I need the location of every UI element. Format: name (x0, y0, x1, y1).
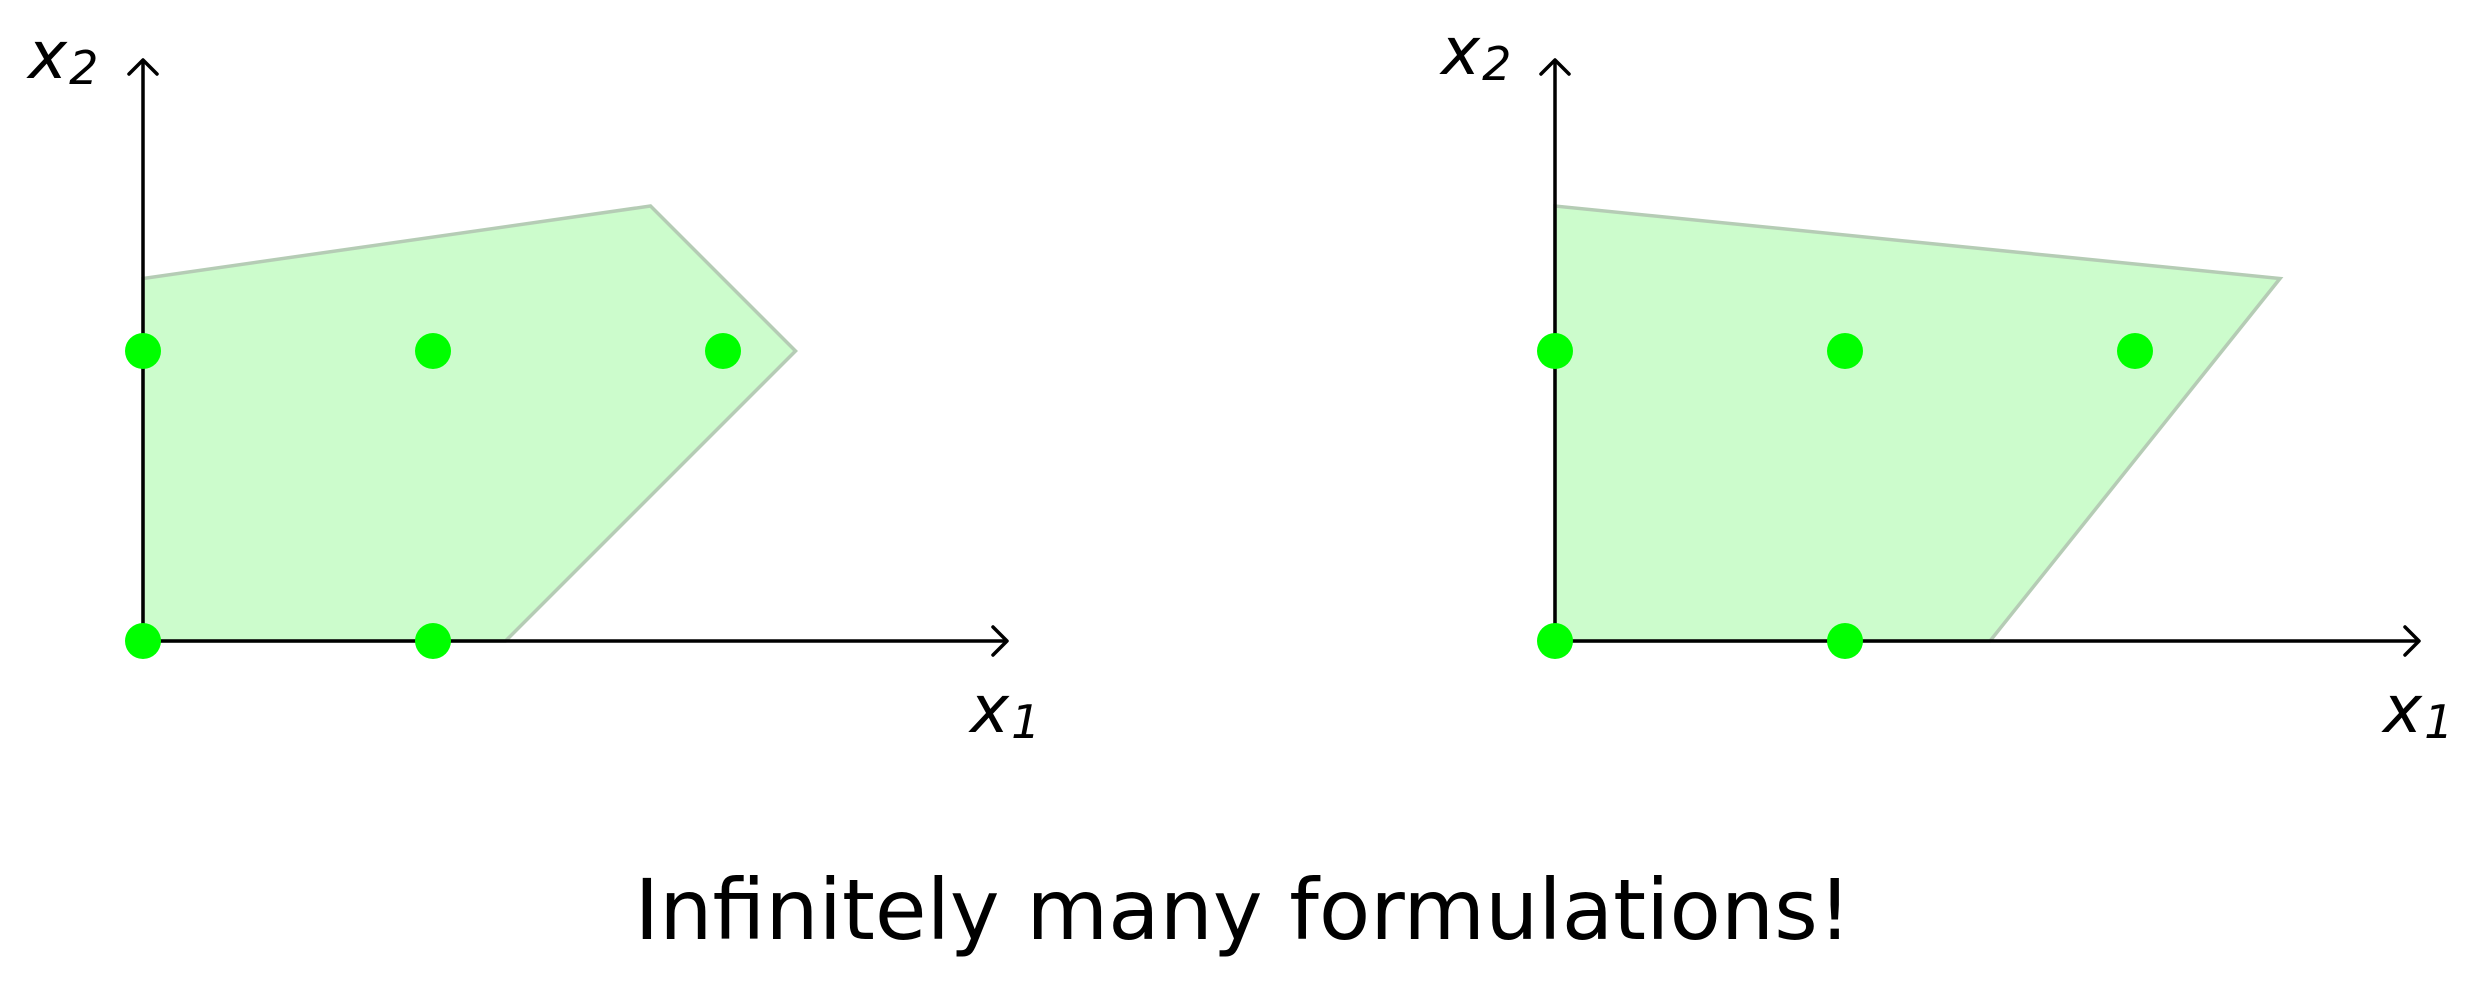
integer-point (1827, 623, 1863, 659)
integer-point (705, 333, 741, 369)
x1-arrow-head-right (2403, 625, 2421, 657)
feasible-region-right (1553, 204, 2284, 643)
caption: Infinitely many formulations! (634, 861, 1852, 959)
x2-axis-label-right: x2 (1439, 13, 1511, 91)
integer-points-right (1537, 333, 2153, 659)
integer-point (2117, 333, 2153, 369)
left-panel: x1 x2 (26, 17, 1040, 749)
x1-axis-label-left: x1 (968, 671, 1040, 749)
integer-point (415, 623, 451, 659)
x2-arrow-head-right (1539, 58, 1571, 76)
x2-axis-label-left: x2 (26, 17, 98, 95)
x2-arrow-head-left (127, 58, 159, 76)
integer-point (1537, 333, 1573, 369)
integer-point (415, 333, 451, 369)
integer-point (125, 623, 161, 659)
right-panel: x1 x2 (1439, 13, 2453, 749)
feasible-region-left (141, 204, 798, 643)
integer-point (125, 333, 161, 369)
x1-axis-label-right: x1 (2381, 671, 2453, 749)
integer-point (1827, 333, 1863, 369)
integer-points-left (125, 333, 741, 659)
x1-arrow-head-left (991, 625, 1009, 657)
integer-point (1537, 623, 1573, 659)
